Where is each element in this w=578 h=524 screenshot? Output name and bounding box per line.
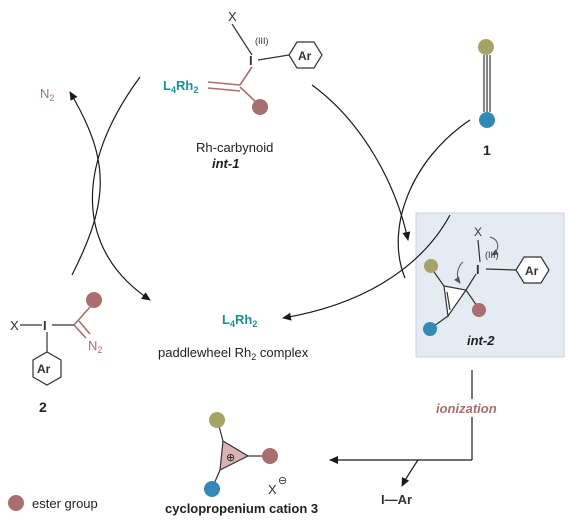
top-x-label: X (228, 9, 237, 24)
alkyne-1-structure (478, 39, 495, 128)
top-aryl-ring (288, 41, 323, 69)
ionization-label: ionization (436, 401, 497, 416)
right-ar-label: Ar (525, 264, 539, 278)
left-ar-label: Ar (37, 362, 51, 376)
int2-olive-ball (424, 259, 438, 273)
diazo-n2-label: N2 (88, 338, 102, 355)
compound-2-number: 2 (39, 399, 47, 415)
left-i-label: I (43, 318, 47, 333)
top-l4rh2-label: L4Rh2 (163, 78, 198, 95)
right-iii-label: (III) (485, 250, 499, 260)
legend-ester-ball (8, 495, 24, 511)
byproduct-label: I—Ar (381, 492, 412, 507)
center-l4rh2-label: L4Rh2 (222, 312, 257, 329)
int2-blue-ball (423, 322, 437, 336)
cation-olive-ball (209, 412, 225, 428)
cation-caption: cyclopropenium cation 3 (165, 501, 318, 516)
arc-alkyne-in (397, 119, 471, 279)
right-i-label: I (476, 262, 480, 277)
plus-charge: ⊕ (226, 452, 235, 464)
counterion-charge: ⊖ (278, 475, 287, 487)
alkyne-number: 1 (483, 142, 491, 158)
center-caption: paddlewheel Rh2 complex (158, 345, 309, 362)
right-x-label: X (474, 225, 482, 239)
top-caption: Rh-carbynoid (196, 140, 273, 155)
top-ar-label: Ar (298, 49, 312, 63)
top-iii-label: (III) (255, 36, 269, 46)
rh-carbynoid-structure: X (III) I Ar L4Rh2 (163, 9, 323, 115)
left-ester-ball (86, 292, 102, 308)
arc-bottom-right (282, 214, 451, 321)
cyclopropenium-ring (219, 440, 250, 472)
cyclopropenium-structure: ⊕ X ⊖ (204, 412, 287, 497)
left-aryl-ring (32, 351, 62, 386)
cation-mauve-ball (262, 448, 278, 464)
cation-blue-ball (204, 481, 220, 497)
legend-label: ester group (32, 496, 98, 511)
top-i-label: I (249, 53, 253, 68)
left-x-label: X (10, 318, 19, 333)
n2-release-label: N2 (40, 86, 54, 103)
ionization-label-bg (434, 399, 512, 417)
right-aryl-ring (515, 256, 550, 284)
arc-left-up (69, 91, 101, 276)
alkyne-olive-ball (478, 39, 494, 55)
counterion-x: X (268, 482, 277, 497)
arc-top-right (311, 84, 411, 241)
int2-mauve-ball (472, 303, 486, 317)
int-2-structure: X (III) I Ar (423, 225, 550, 336)
top-sub-label: int-1 (212, 156, 239, 171)
alkyne-blue-ball (479, 112, 495, 128)
int-2-label: int-2 (467, 333, 495, 348)
arc-left-down (91, 76, 151, 301)
top-ester-ball (252, 99, 268, 115)
compound-2-structure: X I Ar N2 (10, 292, 102, 386)
